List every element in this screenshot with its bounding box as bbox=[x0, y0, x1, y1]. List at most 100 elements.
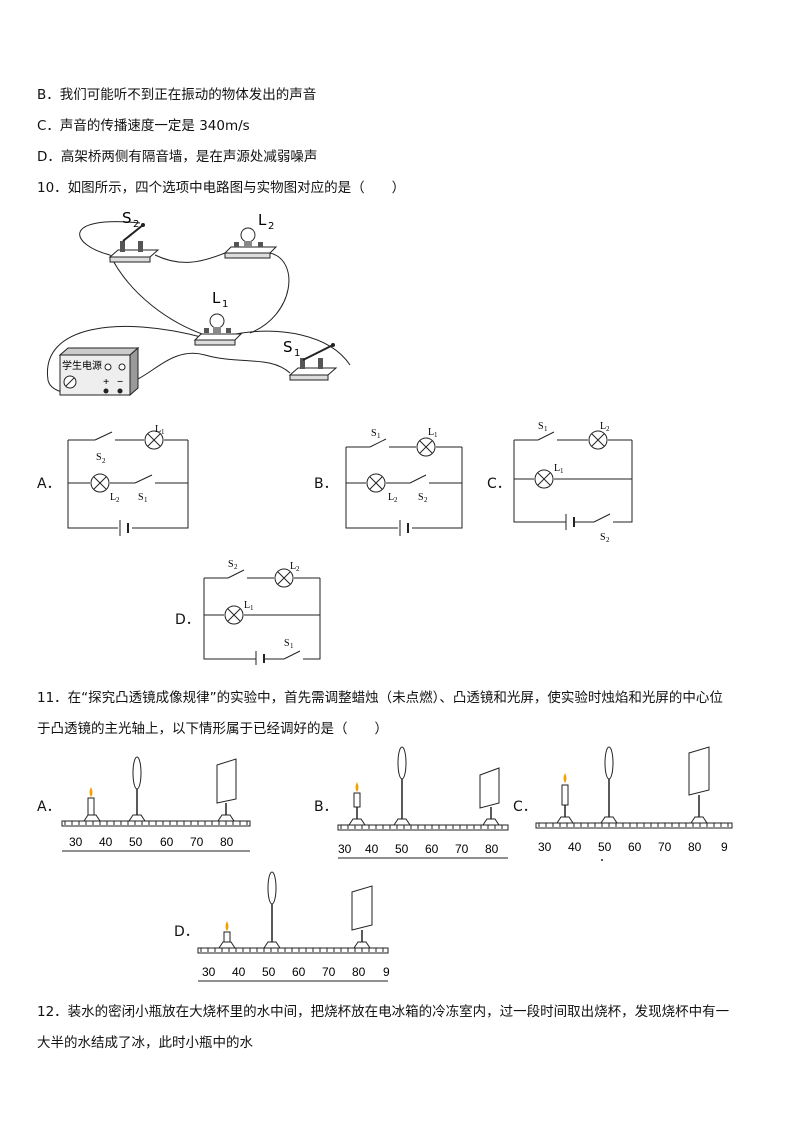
svg-text:2: 2 bbox=[606, 536, 610, 544]
svg-text:40: 40 bbox=[365, 842, 379, 856]
svg-text:L: L bbox=[290, 561, 296, 572]
bulb-l1 bbox=[193, 313, 243, 346]
svg-text:L: L bbox=[388, 492, 394, 503]
svg-text:S: S bbox=[284, 638, 290, 649]
svg-text:1: 1 bbox=[294, 348, 300, 359]
svg-text:80: 80 bbox=[688, 840, 702, 854]
svg-text:60: 60 bbox=[628, 840, 642, 854]
svg-text:L: L bbox=[155, 424, 161, 435]
svg-text:S: S bbox=[138, 492, 144, 503]
question-12-stem-line2: 大半的水结成了冰，此时小瓶中的水 bbox=[37, 1035, 253, 1051]
option-d-text: D．高架桥两侧有隔音墙，是在声源处减弱噪声 bbox=[37, 149, 318, 165]
svg-text:1: 1 bbox=[222, 299, 228, 310]
svg-text:2: 2 bbox=[424, 496, 428, 504]
svg-text:1: 1 bbox=[377, 432, 381, 440]
label-l2: L bbox=[258, 211, 267, 229]
svg-text:2: 2 bbox=[268, 221, 274, 232]
svg-text:70: 70 bbox=[455, 842, 469, 856]
svg-text:70: 70 bbox=[322, 965, 336, 979]
q11-bench-b: 30 40 50 60 70 80 bbox=[337, 746, 509, 859]
svg-text:2: 2 bbox=[133, 219, 139, 230]
svg-text:1: 1 bbox=[250, 604, 254, 612]
label-s2: S bbox=[122, 209, 132, 227]
svg-text:1: 1 bbox=[560, 467, 564, 475]
svg-text:1: 1 bbox=[290, 642, 294, 650]
svg-text:2: 2 bbox=[296, 565, 300, 573]
svg-text:30: 30 bbox=[538, 840, 552, 854]
ruler-ticks bbox=[64, 821, 248, 825]
q11-option-d-label[interactable]: D． bbox=[174, 924, 199, 940]
q11-option-a-label[interactable]: A． bbox=[37, 799, 61, 815]
svg-text:50: 50 bbox=[262, 965, 276, 979]
svg-text:80: 80 bbox=[352, 965, 366, 979]
svg-text:L: L bbox=[554, 463, 560, 474]
q10-physical-circuit-figure: 学生电源 + − S 2 L 2 L 1 S 1 bbox=[47, 209, 351, 397]
svg-text:80: 80 bbox=[220, 835, 234, 849]
svg-text:60: 60 bbox=[425, 842, 439, 856]
svg-text:2: 2 bbox=[606, 425, 610, 433]
svg-text:30: 30 bbox=[338, 842, 352, 856]
svg-text:L: L bbox=[110, 492, 116, 503]
switch-s2 bbox=[108, 223, 160, 263]
svg-text:1: 1 bbox=[544, 425, 548, 433]
svg-text:2: 2 bbox=[234, 563, 238, 571]
label-l1: L bbox=[212, 289, 221, 307]
svg-text:80: 80 bbox=[485, 842, 499, 856]
q11-bench-d: 30 40 50 60 70 80 9 bbox=[197, 871, 390, 982]
svg-text:1: 1 bbox=[161, 428, 165, 436]
svg-text:40: 40 bbox=[568, 840, 582, 854]
svg-text:L: L bbox=[244, 600, 250, 611]
svg-text:S: S bbox=[228, 559, 234, 570]
switch-s1 bbox=[288, 343, 338, 381]
svg-text:70: 70 bbox=[190, 835, 204, 849]
question-12-stem-line1: 12．装水的密闭小瓶放在大烧杯里的水中间，把烧杯放在电冰箱的冷冻室内，过一段时间… bbox=[37, 1004, 730, 1020]
svg-text:50: 50 bbox=[129, 835, 143, 849]
svg-text:+: + bbox=[103, 376, 109, 388]
q11-option-b-label[interactable]: B． bbox=[314, 799, 338, 815]
q11-bench-c: 30 40 50 60 70 80 9 bbox=[535, 746, 733, 861]
svg-text:L: L bbox=[600, 421, 606, 432]
svg-text:60: 60 bbox=[292, 965, 306, 979]
option-c-text: C．声音的传播速度一定是 340m/s bbox=[37, 118, 250, 134]
svg-text:9: 9 bbox=[721, 840, 728, 854]
svg-text:学生电源: 学生电源 bbox=[62, 359, 102, 372]
question-10-stem: 10．如图所示，四个选项中电路图与实物图对应的是（ ） bbox=[37, 180, 406, 196]
q11-option-c-label[interactable]: C． bbox=[513, 799, 537, 815]
svg-text:30: 30 bbox=[69, 835, 83, 849]
svg-text:S: S bbox=[538, 421, 544, 432]
question-11-stem-line2: 于凸透镜的主光轴上，以下情形属于已经调好的是（ ） bbox=[37, 721, 388, 737]
svg-text:40: 40 bbox=[232, 965, 246, 979]
svg-text:9: 9 bbox=[383, 965, 390, 979]
svg-text:2: 2 bbox=[394, 496, 398, 504]
svg-text:−: − bbox=[117, 376, 123, 388]
svg-text:50: 50 bbox=[598, 840, 612, 854]
question-11-stem-line1: 11．在“探究凸透镜成像规律”的实验中，首先需调整蜡烛（未点燃）、凸透镜和光屏，… bbox=[37, 690, 723, 706]
svg-text:S: S bbox=[96, 452, 102, 463]
svg-text:L: L bbox=[428, 427, 434, 438]
svg-text:60: 60 bbox=[160, 835, 174, 849]
option-b-text: B．我们可能听不到正在振动的物体发出的声音 bbox=[37, 87, 317, 103]
q10-option-d-label[interactable]: D． bbox=[175, 612, 200, 628]
svg-text:S: S bbox=[371, 428, 377, 439]
svg-text:70: 70 bbox=[658, 840, 672, 854]
svg-text:50: 50 bbox=[395, 842, 409, 856]
svg-text:S: S bbox=[600, 532, 606, 543]
q10-option-a-label[interactable]: A． bbox=[37, 476, 61, 492]
svg-text:2: 2 bbox=[116, 496, 120, 504]
bulb-l2 bbox=[223, 227, 278, 259]
student-power-supply: 学生电源 + − bbox=[58, 346, 140, 397]
q11-bench-a: 30 40 50 60 70 80 bbox=[61, 756, 251, 852]
q10-option-b-label[interactable]: B． bbox=[314, 476, 338, 492]
svg-text:2: 2 bbox=[102, 457, 106, 465]
label-s1: S bbox=[283, 338, 293, 356]
svg-text:S: S bbox=[418, 492, 424, 503]
q10-option-c-label[interactable]: C． bbox=[487, 476, 511, 492]
svg-text:40: 40 bbox=[99, 835, 113, 849]
svg-text:30: 30 bbox=[202, 965, 216, 979]
svg-text:1: 1 bbox=[434, 431, 438, 439]
svg-text:1: 1 bbox=[144, 496, 148, 504]
